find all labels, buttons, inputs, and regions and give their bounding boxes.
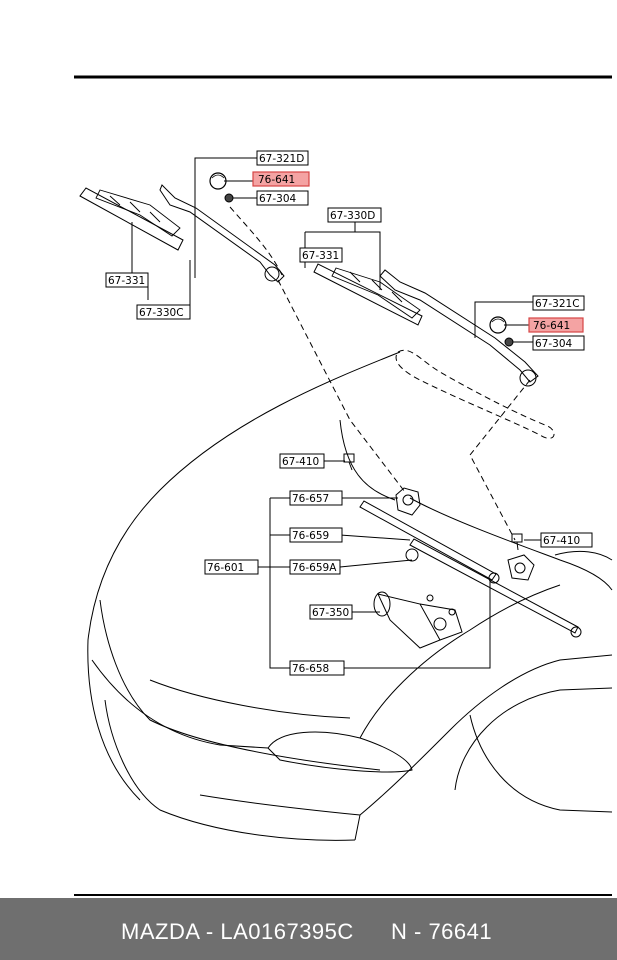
svg-text:67-321C: 67-321C	[535, 298, 580, 310]
label-link-rod-a: 76-659A	[289, 559, 341, 575]
svg-text:76-658: 76-658	[292, 663, 329, 675]
svg-text:67-321D: 67-321D	[259, 153, 304, 165]
svg-text:67-410: 67-410	[543, 535, 580, 547]
svg-text:67-410: 67-410	[282, 456, 319, 468]
svg-text:67-331: 67-331	[108, 275, 145, 287]
label-cap-right: 76-641	[528, 317, 584, 333]
label-pivot-bolt-right: 67-410	[540, 532, 593, 548]
label-linkage-assy: 76-601	[204, 559, 259, 575]
svg-text:67-304: 67-304	[535, 338, 573, 350]
label-motor: 67-350	[309, 604, 353, 620]
pivot-bolt-left	[343, 453, 355, 471]
svg-text:67-330D: 67-330D	[330, 210, 375, 222]
leader-lines	[131, 157, 541, 669]
windshield-dashed-outline	[395, 349, 555, 439]
dashed-connectors	[229, 206, 531, 541]
wiper-linkage	[359, 487, 582, 638]
label-blade-left: 67-331	[105, 272, 149, 288]
pivot-bolt-right	[511, 533, 523, 551]
svg-text:67-330C: 67-330C	[139, 307, 184, 319]
label-arm-left: 67-321D	[256, 150, 309, 166]
label-cap-left: 76-641	[252, 171, 310, 187]
label-linkage-pivot: 76-657	[289, 490, 343, 506]
label-blade-assy-left: 67-330C	[136, 304, 191, 320]
label-nut-right: 67-304	[532, 335, 585, 351]
footer-catalog-number: N - 76641	[391, 919, 493, 944]
svg-text:67-350: 67-350	[312, 607, 349, 619]
label-link-rod: 76-659	[289, 527, 343, 543]
svg-text:76-641: 76-641	[533, 320, 570, 332]
svg-text:67-331: 67-331	[302, 250, 339, 262]
cap-nut-left	[209, 172, 234, 203]
label-pivot-bolt-left: 67-410	[279, 453, 325, 469]
label-blade-right: 67-331	[299, 247, 343, 263]
svg-text:76-601: 76-601	[207, 562, 244, 574]
label-link-rod-long: 76-658	[289, 660, 345, 676]
label-arm-right: 67-321C	[532, 295, 585, 311]
label-nut-left: 67-304	[256, 190, 309, 206]
svg-text:76-659: 76-659	[292, 530, 329, 542]
svg-text:76-659A: 76-659A	[292, 562, 337, 574]
left-wiper-blade-assy	[79, 184, 285, 283]
footer-brand-part-number: MAZDA - LA0167395C	[121, 919, 354, 944]
svg-text:76-641: 76-641	[258, 174, 295, 186]
car-body-outline	[87, 351, 613, 841]
wiper-motor	[373, 591, 463, 649]
footer-bar: MAZDA - LA0167395C N - 76641	[0, 898, 617, 960]
svg-text:67-304: 67-304	[259, 193, 297, 205]
label-blade-assy-right: 67-330D	[327, 207, 382, 223]
cap-nut-right	[489, 316, 514, 347]
svg-text:76-657: 76-657	[292, 493, 329, 505]
